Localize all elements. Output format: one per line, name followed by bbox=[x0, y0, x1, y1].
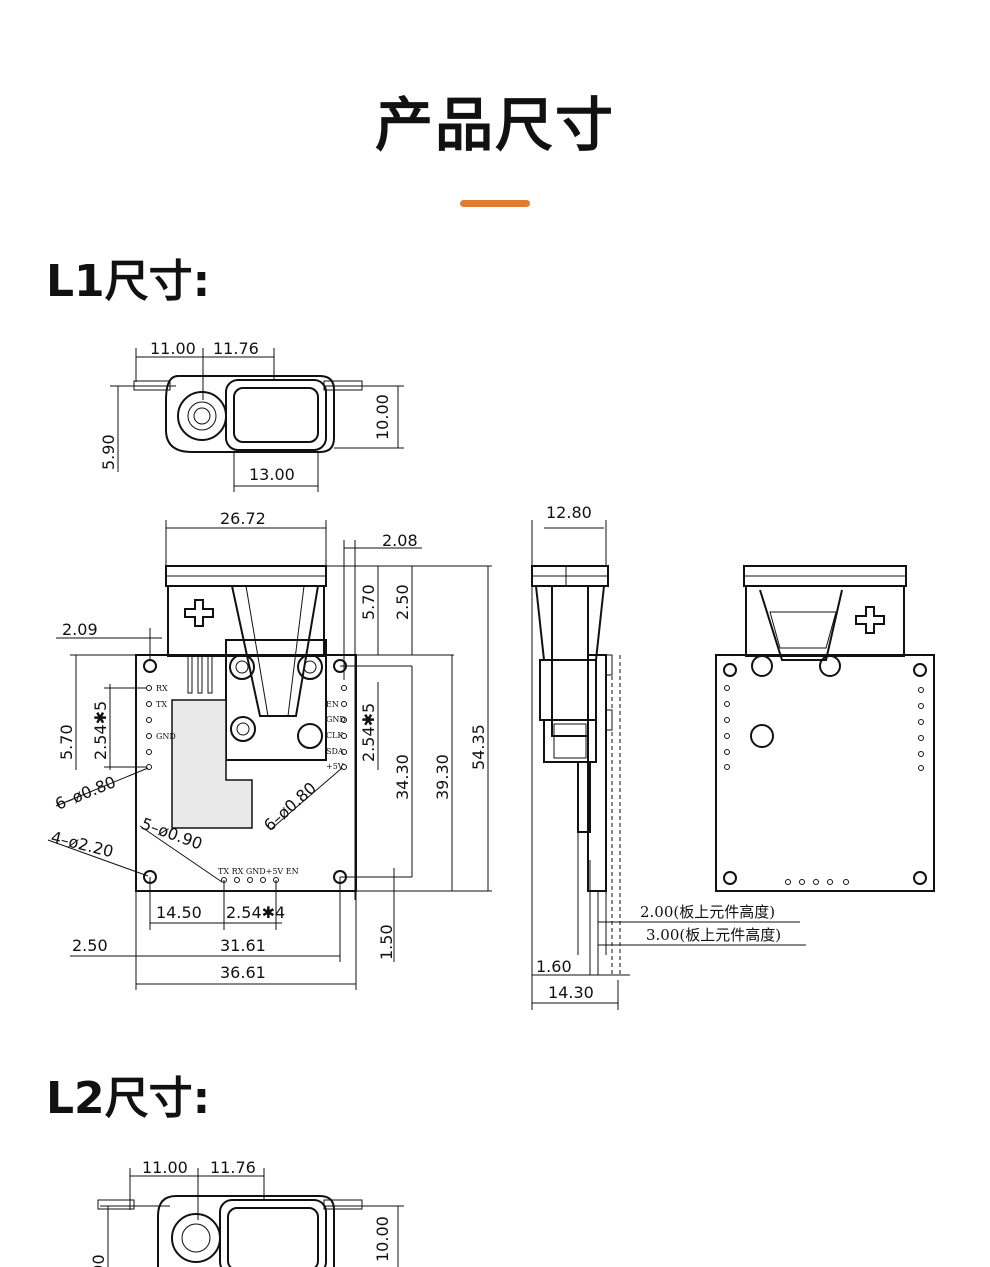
note-l1-300: 3.00(板上元件高度) bbox=[646, 926, 781, 944]
dim-l1-top-1300: 13.00 bbox=[249, 465, 295, 484]
pin-left-gnd: GND bbox=[156, 732, 176, 741]
dim-l1-570-right: 5.70 bbox=[359, 584, 378, 620]
dim-l2-top-590: 5.90 bbox=[89, 1254, 108, 1267]
holes-4: 4–ø2.20 bbox=[49, 827, 115, 861]
dim-l1-208: 2.08 bbox=[382, 531, 418, 550]
dim-l1-150: 1.50 bbox=[377, 924, 396, 960]
dim-l1-2672: 26.72 bbox=[220, 509, 266, 528]
dim-l2-top-1100: 11.00 bbox=[142, 1158, 188, 1177]
section-heading-l2: L2尺寸: bbox=[46, 1073, 211, 1124]
l1-front-view: RX TX GND EN GND CLK SDA +5V TX RX GND+5… bbox=[47, 509, 492, 990]
dim-l1-254x5-left: 2.54✱5 bbox=[91, 701, 110, 760]
dim-l2-top-1176: 11.76 bbox=[210, 1158, 256, 1177]
dim-l1-250-right: 2.50 bbox=[393, 584, 412, 620]
dim-l1-3430: 34.30 bbox=[393, 754, 412, 800]
dim-l1-top-590: 5.90 bbox=[99, 434, 118, 470]
dim-l1-1450: 14.50 bbox=[156, 903, 202, 922]
dim-l1-1280: 12.80 bbox=[546, 503, 592, 522]
title-accent-bar bbox=[460, 200, 530, 207]
l1-back-view bbox=[715, 565, 935, 892]
pin-left-rx: RX bbox=[156, 684, 168, 693]
dim-l1-250-bottom: 2.50 bbox=[72, 936, 108, 955]
dim-l1-160: 1.60 bbox=[536, 957, 572, 976]
l1-side-view: 12.80 2.00(板上元件高度) 3.00(板上元件高度) 1.60 14.… bbox=[531, 503, 806, 1010]
l2-top-view: 11.00 11.76 10.00 5.90 bbox=[89, 1158, 404, 1267]
holes-6-right: 6–ø0.80 bbox=[260, 778, 320, 835]
pin-right-5v: +5V bbox=[326, 762, 344, 771]
section-heading-l1: L1尺寸: bbox=[46, 256, 211, 307]
pin-right-gnd: GND bbox=[326, 715, 346, 724]
l1-top-view: 11.00 11.76 13.00 10.00 5.90 bbox=[99, 339, 404, 492]
dim-l1-top-1000: 10.00 bbox=[373, 394, 392, 440]
dim-l1-5435: 54.35 bbox=[469, 724, 488, 770]
holes-6-left: 6–ø0.80 bbox=[52, 772, 118, 813]
pin-left-tx: TX bbox=[156, 700, 167, 709]
pin-right-sda: SDA bbox=[326, 747, 344, 756]
dim-l1-1430: 14.30 bbox=[548, 983, 594, 1002]
dim-l1-254x4: 2.54✱4 bbox=[226, 903, 285, 922]
dim-l1-3661: 36.61 bbox=[220, 963, 266, 982]
dim-l1-209: 2.09 bbox=[62, 620, 98, 639]
dim-l1-top-1100: 11.00 bbox=[150, 339, 196, 358]
dim-l1-3161: 31.61 bbox=[220, 936, 266, 955]
pin-right-en: EN bbox=[326, 700, 339, 709]
dim-l2-top-1000: 10.00 bbox=[373, 1216, 392, 1262]
pin-right-clk: CLK bbox=[326, 731, 344, 740]
page-title: 产品尺寸 bbox=[374, 91, 615, 159]
pins-bottom-labels: TX RX GND+5V EN bbox=[218, 867, 299, 876]
dim-l1-3930: 39.30 bbox=[433, 754, 452, 800]
dim-l1-254x5-right: 2.54✱5 bbox=[359, 703, 378, 762]
dim-l1-top-1176: 11.76 bbox=[213, 339, 259, 358]
dim-l1-570-left: 5.70 bbox=[57, 724, 76, 760]
note-l1-200: 2.00(板上元件高度) bbox=[640, 903, 775, 921]
